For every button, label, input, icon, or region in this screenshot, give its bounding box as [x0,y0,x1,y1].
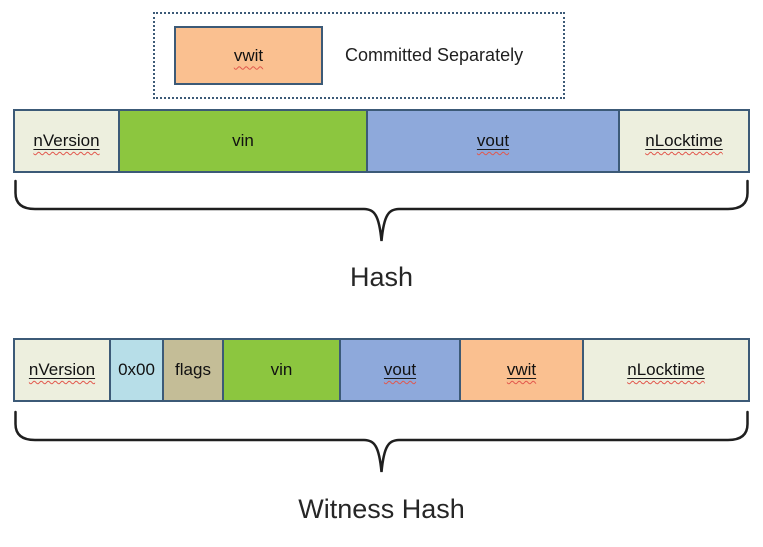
legend-vwit-swatch: vwit [174,26,323,85]
witness-field-vin: vin [222,340,339,400]
witness-field-nversion: nVersion [15,340,109,400]
hash-field-vin: vin [118,111,366,171]
witness-field-nlocktime-label: nLocktime [627,360,705,379]
witness-field-flags-label: flags [175,360,211,379]
witness-field-vout-label: vout [383,360,417,379]
hash-field-nversion-label: nVersion [33,131,100,150]
legend-vwit-label: vwit [233,45,264,65]
witness-field-vin-label: vin [270,360,293,379]
witness-hash-row: nVersion 0x00 flags vin vout vwit nLockt… [13,338,750,402]
witness-field-flags: flags [162,340,222,400]
witness-hash-brace [14,410,749,473]
hash-row: nVersion vin vout nLocktime [13,109,750,173]
witness-field-nversion-label: nVersion [28,360,96,379]
hash-field-vout-label: vout [476,131,510,150]
hash-field-vout: vout [366,111,618,171]
witness-hash-caption: Witness Hash [298,494,465,524]
witness-field-vwit-label: vwit [506,360,537,379]
witness-field-nlocktime: nLocktime [582,340,748,400]
witness-field-vout: vout [339,340,459,400]
hash-caption: Hash [349,262,414,292]
hash-field-nlocktime: nLocktime [618,111,748,171]
hash-brace [14,179,749,242]
witness-field-vwit: vwit [459,340,582,400]
hash-field-nversion: nVersion [15,111,118,171]
hash-field-vin-label: vin [232,131,254,150]
witness-field-0x00: 0x00 [109,340,162,400]
legend-box: vwit Committed Separately [153,12,565,99]
legend-caption: Committed Separately [345,45,524,65]
witness-field-0x00-label: 0x00 [118,360,155,379]
hash-field-nlocktime-label: nLocktime [645,131,723,150]
